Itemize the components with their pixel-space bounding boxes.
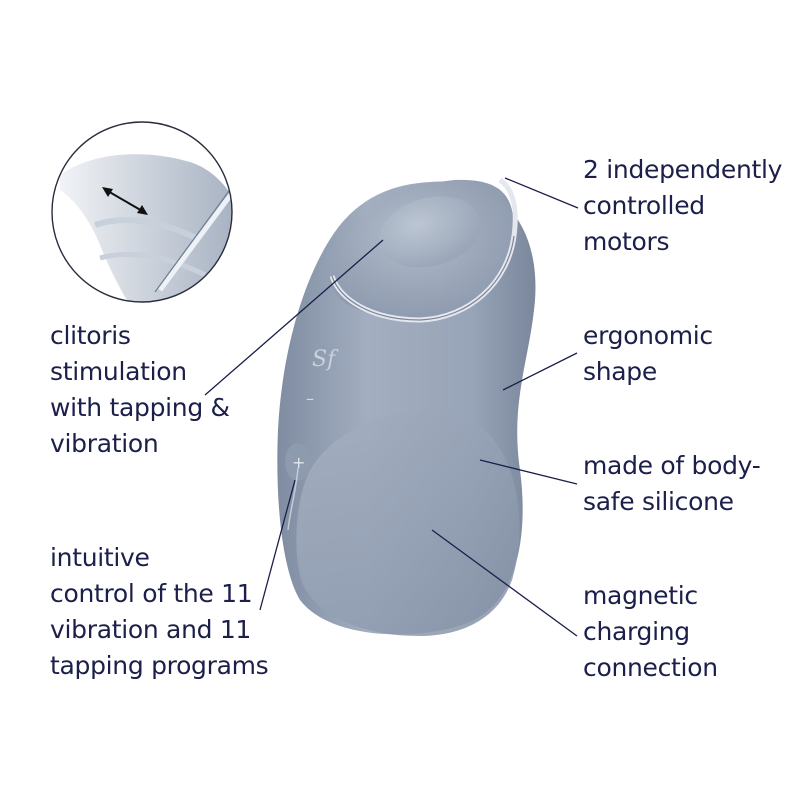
callout-line: 2 independently (583, 155, 783, 184)
callout-line: stimulation (50, 357, 187, 386)
minus-button[interactable]: – (306, 389, 314, 408)
callout-lines (204, 177, 579, 637)
callout-ergonomic: ergonomic shape (583, 318, 713, 390)
plus-button[interactable]: + (292, 453, 305, 472)
callout-line: control of the 11 (50, 579, 253, 608)
callout-motors: 2 independently controlled motors (583, 152, 782, 260)
callout-line: motors (583, 227, 670, 256)
callout-line: vibration (50, 429, 159, 458)
zoom-detail-circle (51, 121, 233, 303)
device-body (277, 177, 536, 636)
callout-stimulation: clitoris stimulation with tapping & vibr… (50, 318, 230, 462)
callout-line: vibration and 11 (50, 615, 252, 644)
silicone-leader (479, 459, 578, 485)
callout-silicone: made of body- safe silicone (583, 448, 761, 520)
stimulation-leader (204, 239, 384, 396)
callout-line: charging (583, 617, 690, 646)
callout-line: with tapping & (50, 393, 230, 422)
ergonomic-leader (502, 352, 578, 391)
callout-control: intuitive control of the 11 vibration an… (50, 540, 269, 684)
callout-line: magnetic (583, 581, 698, 610)
control-leader (259, 479, 296, 611)
callout-line: tapping programs (50, 651, 269, 680)
callout-line: ergonomic (583, 321, 713, 350)
callout-line: clitoris (50, 321, 131, 350)
callout-magnetic: magnetic charging connection (583, 578, 718, 686)
callout-line: shape (583, 357, 657, 386)
callout-line: made of body- (583, 451, 761, 480)
callout-line: controlled (583, 191, 705, 220)
callout-line: connection (583, 653, 718, 682)
motors-leader (504, 177, 579, 209)
callout-line: safe silicone (583, 487, 734, 516)
control-panel (285, 443, 311, 531)
callout-line: intuitive (50, 543, 150, 572)
magnetic-leader (431, 529, 578, 637)
brand-logo: Sf (312, 347, 339, 372)
